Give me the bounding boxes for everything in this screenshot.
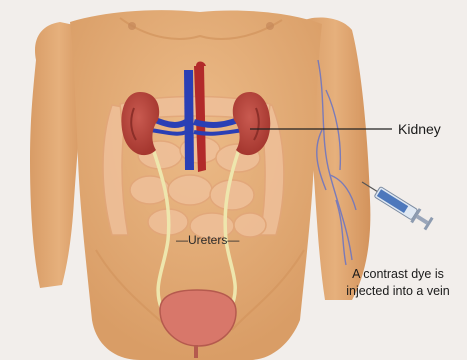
caption-line-2: injected into a vein xyxy=(334,283,462,300)
ureters-label: —Ureters— xyxy=(176,233,239,247)
caption-line-1: A contrast dye is xyxy=(334,266,462,283)
contrast-dye-caption: A contrast dye is injected into a vein xyxy=(334,266,462,300)
kidney-label: Kidney xyxy=(398,121,441,137)
vena-cava xyxy=(184,70,194,170)
nipple-left xyxy=(128,22,136,30)
nipple-right xyxy=(266,22,274,30)
